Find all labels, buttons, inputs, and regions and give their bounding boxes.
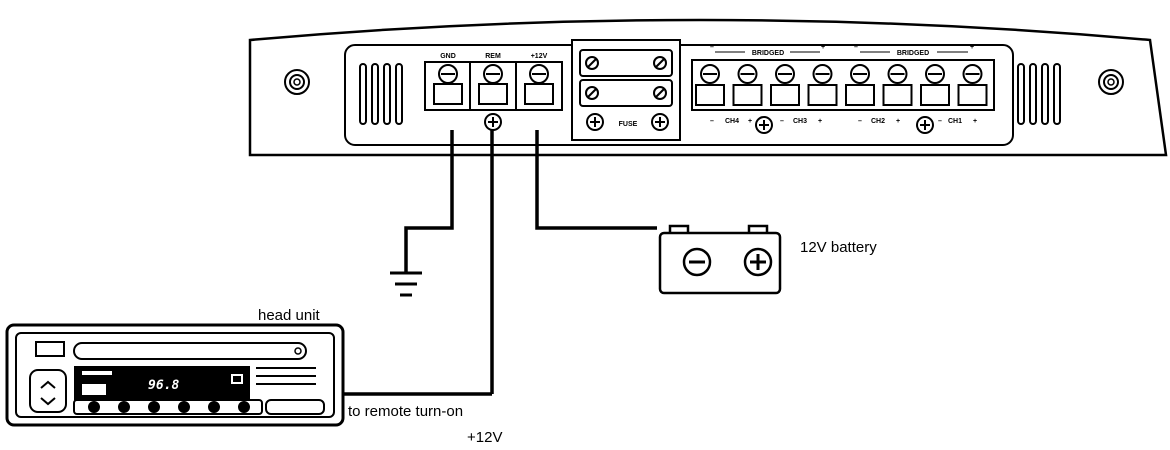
channel-label-ch4: CH4 — [725, 118, 739, 125]
ch3-minus: – — [780, 118, 784, 125]
bridged-label-left: BRIDGED — [752, 50, 784, 57]
remote-label-line2: +12V — [467, 429, 502, 446]
mount-hole-icon — [284, 69, 310, 95]
screw-terminal-icon — [732, 64, 763, 106]
screw-terminal-icon — [755, 116, 773, 134]
screw-terminal-icon — [586, 113, 604, 131]
ch3-plus: + — [818, 118, 822, 125]
terminal-label-12v: +12V — [531, 53, 548, 60]
vent-slots-right — [1017, 63, 1061, 125]
screw-terminal-icon — [651, 113, 669, 131]
amplifier — [248, 18, 1168, 157]
battery-label: 12V battery — [800, 239, 877, 256]
ch4-minus: – — [710, 118, 714, 125]
head-unit — [5, 323, 345, 427]
ground-symbol-icon — [390, 271, 422, 297]
head-unit-label: head unit — [258, 307, 321, 324]
screw-terminal-icon — [920, 64, 950, 106]
head-unit-preset-button[interactable] — [208, 401, 220, 413]
channel-label-ch1: CH1 — [948, 118, 962, 125]
screw-terminal-icon — [957, 64, 988, 106]
terminal-label-gnd: GND — [440, 53, 456, 60]
bridged-minus-left: – — [710, 44, 714, 51]
ch2-minus: – — [858, 118, 862, 125]
channel-label-ch3: CH3 — [793, 118, 807, 125]
screw-terminal-icon — [845, 64, 875, 106]
screw-terminal-icon — [882, 64, 913, 106]
head-unit-small-button[interactable] — [35, 341, 65, 357]
wires — [344, 130, 657, 396]
bridged-minus-right: – — [854, 44, 858, 51]
head-unit-preset-button[interactable] — [148, 401, 160, 413]
screw-terminal-icon — [524, 64, 554, 105]
power-wire — [535, 130, 657, 230]
ch1-plus: + — [973, 118, 977, 125]
fuse-label: FUSE — [619, 121, 638, 128]
head-unit-preset-button[interactable] — [88, 401, 100, 413]
battery-icon — [658, 224, 782, 295]
head-unit-preset-button[interactable] — [178, 401, 190, 413]
screw-terminal-icon — [695, 64, 725, 106]
head-unit-preset-button[interactable] — [118, 401, 130, 413]
head-unit-eject-button[interactable] — [265, 399, 325, 415]
bridged-label-right: BRIDGED — [897, 50, 929, 57]
screw-terminal-icon — [807, 64, 838, 106]
ch4-plus: + — [748, 118, 752, 125]
bridged-plus-left: + — [821, 44, 825, 51]
fuse-icon — [579, 49, 673, 77]
bridged-plus-right: + — [970, 44, 974, 51]
head-unit-rocker-button[interactable] — [29, 369, 67, 413]
head-unit-cd-slot — [73, 342, 307, 360]
ch2-plus: + — [896, 118, 900, 125]
fuse-icon — [579, 79, 673, 107]
screw-terminal-icon — [916, 116, 934, 134]
ch1-minus: – — [938, 118, 942, 125]
vent-slots-left — [359, 63, 403, 125]
head-unit-preset-button[interactable] — [238, 401, 250, 413]
screw-terminal-icon — [770, 64, 800, 106]
screw-terminal-icon — [433, 64, 463, 105]
screw-terminal-icon — [478, 64, 508, 105]
head-unit-eq-lines — [256, 367, 316, 385]
channel-label-ch2: CH2 — [871, 118, 885, 125]
mount-hole-icon — [1098, 69, 1124, 95]
head-unit-display-text: 96.8 — [148, 378, 179, 393]
terminal-label-rem: REM — [485, 53, 501, 60]
ground-wire — [404, 130, 454, 272]
remote-label-line1: to remote turn-on — [348, 403, 463, 420]
